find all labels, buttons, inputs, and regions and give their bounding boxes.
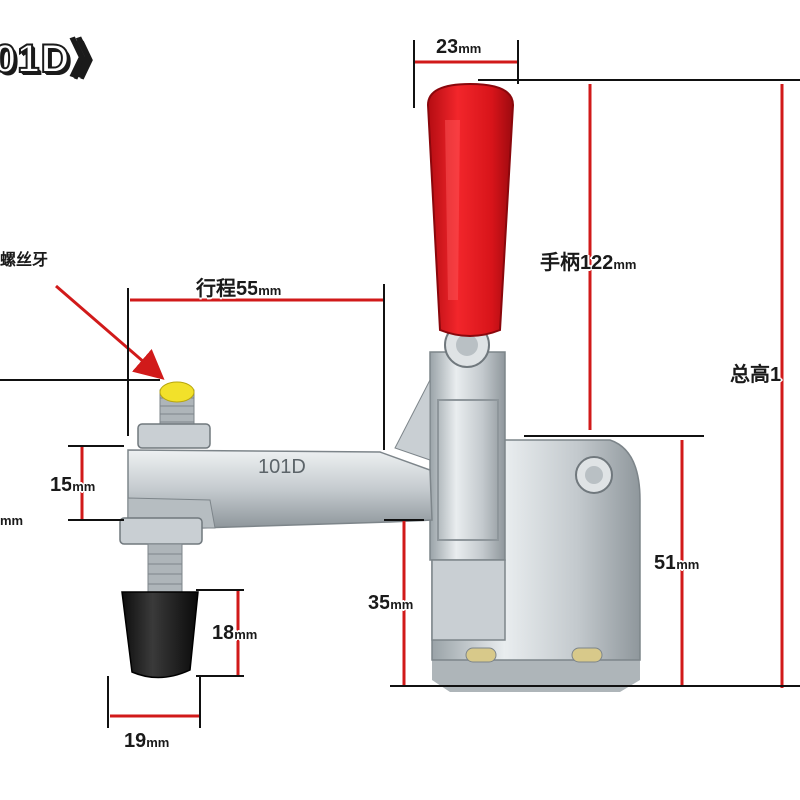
dim-total-height: 总高1 — [730, 358, 781, 387]
dim-tip-height-value: 18 — [212, 622, 235, 644]
dim-tip-width-unit: mm — [146, 735, 170, 750]
bottom-bolt — [119, 517, 203, 595]
model-title: 01D》 — [0, 36, 112, 82]
dim-base-height: 51mm — [654, 552, 699, 575]
dim-arm-height-unit: mm — [390, 597, 414, 612]
dim-tip-width: 19mm — [124, 730, 169, 753]
dim-tip-width-value: 19 — [124, 730, 147, 752]
dim-handle-length-label: 手柄 — [540, 252, 580, 274]
dim-bar-thickness-value: 15 — [50, 474, 73, 496]
dim-stroke-value: 55 — [236, 278, 259, 300]
dim-stroke: 行程55mm — [196, 272, 281, 301]
dim-handle-width-unit: mm — [458, 41, 482, 56]
dim-base-height-unit: mm — [676, 557, 700, 572]
dim-handle-width: 23mm — [436, 36, 481, 59]
dim-base-height-value: 51 — [654, 552, 677, 574]
dim-tip-height-unit: mm — [234, 627, 258, 642]
dim-left-height-unit: mm — [0, 513, 24, 528]
thread-label: 螺丝牙 — [0, 252, 49, 269]
dim-handle-length-unit: mm — [613, 257, 637, 272]
part-stamp: 101D — [258, 456, 306, 478]
top-bolt — [137, 381, 211, 449]
dim-tip-height: 18mm — [212, 622, 257, 645]
dim-handle-width-value: 23 — [436, 36, 459, 58]
dim-handle-length: 手柄122mm — [540, 246, 637, 275]
extension-lines — [0, 40, 800, 728]
dim-bar-thickness-unit: mm — [72, 479, 96, 494]
dim-total-height-label: 总高 — [730, 364, 770, 386]
dim-arm-height-value: 35 — [368, 592, 391, 614]
dim-left-height: mm — [0, 508, 23, 531]
red-handle — [426, 82, 515, 337]
dim-bar-thickness: 15mm — [50, 474, 95, 497]
dim-arm-height: 35mm — [368, 592, 413, 615]
thread-pointer-arrow — [55, 284, 165, 380]
dim-handle-length-value: 122 — [580, 252, 614, 274]
rubber-tip — [121, 591, 199, 679]
dim-stroke-label: 行程 — [196, 278, 236, 300]
dim-total-height-value: 1 — [770, 364, 782, 386]
dimension-lines — [80, 60, 784, 718]
dim-stroke-unit: mm — [258, 283, 282, 298]
